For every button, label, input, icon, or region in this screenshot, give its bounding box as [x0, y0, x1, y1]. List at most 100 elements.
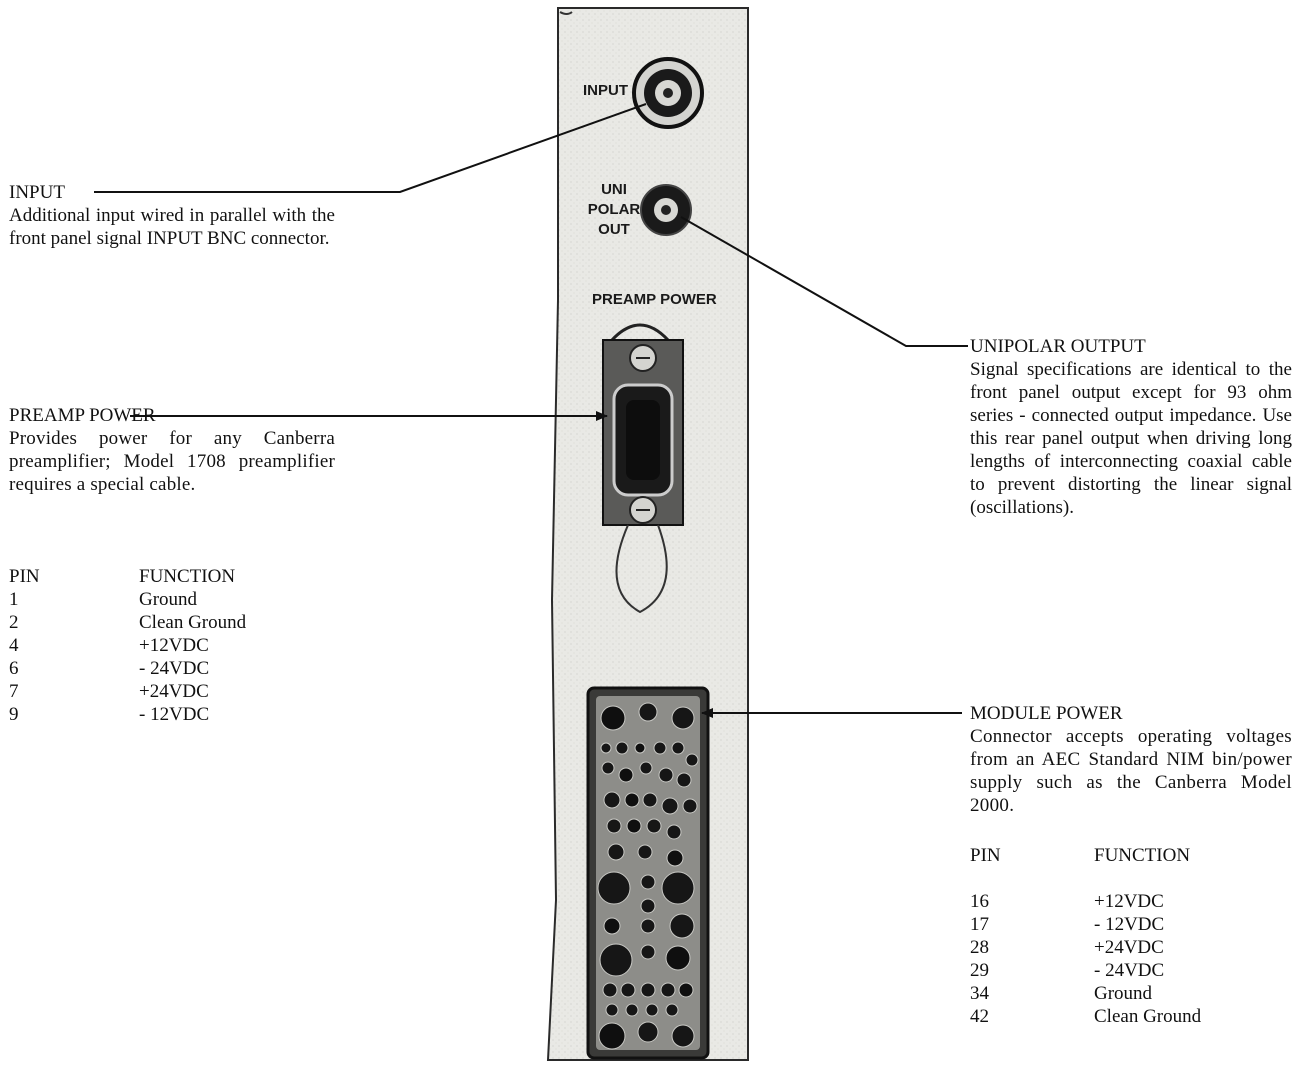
pin-cell: 34	[970, 982, 1094, 1005]
module-pin-hole	[635, 743, 645, 753]
module-pin-table: PIN FUNCTION 16 +12VDC 17 - 12VDC 28 +24…	[970, 844, 1201, 1028]
pin-cell: 1	[9, 588, 139, 611]
module-pin-hole	[641, 899, 655, 913]
module-pin-hole	[643, 793, 657, 807]
module-pin-hole	[672, 1025, 694, 1047]
module-pin-hole	[641, 983, 655, 997]
callout-description: Provides power for any Canberra preampli…	[9, 427, 335, 496]
function-cell: +24VDC	[1094, 936, 1201, 959]
callout-title: PREAMP POWER	[9, 404, 335, 427]
function-cell: Ground	[139, 588, 246, 611]
callout-title: UNIPOLAR OUTPUT	[970, 335, 1292, 358]
module-pin-hole	[598, 872, 630, 904]
module-pin-hole	[679, 983, 693, 997]
panel-label-out: OUT	[598, 221, 630, 238]
pin-cell: 4	[9, 634, 139, 657]
module-pin-hole	[641, 919, 655, 933]
table-row: 42 Clean Ground	[970, 1005, 1201, 1028]
module-pin-hole	[601, 706, 625, 730]
module-pin-hole	[619, 768, 633, 782]
function-cell: - 12VDC	[139, 703, 246, 726]
pin-cell: 6	[9, 657, 139, 680]
callout-description: Additional input wired in parallel with …	[9, 204, 335, 250]
module-pin-hole	[640, 762, 652, 774]
module-pin-hole	[616, 742, 628, 754]
function-cell: - 12VDC	[1094, 913, 1201, 936]
function-cell: - 24VDC	[139, 657, 246, 680]
pin-cell: 16	[970, 890, 1094, 913]
module-pin-hole	[654, 742, 666, 754]
module-pin-hole	[604, 918, 620, 934]
module-pin-hole	[641, 875, 655, 889]
table-row: 17 - 12VDC	[970, 913, 1201, 936]
module-pin-hole	[667, 825, 681, 839]
module-pin-hole	[603, 983, 617, 997]
module-power-connector	[588, 688, 708, 1058]
module-pin-hole	[662, 872, 694, 904]
panel-label-preamp-power: PREAMP POWER	[592, 291, 717, 308]
module-pin-hole	[638, 1022, 658, 1042]
module-pin-hole	[666, 1004, 678, 1016]
module-pin-hole	[641, 945, 655, 959]
table-row: 16 +12VDC	[970, 890, 1201, 913]
module-pin-hole	[639, 703, 657, 721]
module-pin-hole	[638, 845, 652, 859]
pin-cell: 42	[970, 1005, 1094, 1028]
module-pin-hole	[661, 983, 675, 997]
module-pin-hole	[672, 707, 694, 729]
callout-title: MODULE POWER	[970, 702, 1292, 725]
callout-unipolar-output: UNIPOLAR OUTPUT Signal specifications ar…	[970, 335, 1292, 519]
function-cell: +12VDC	[1094, 890, 1201, 913]
module-pin-hole	[659, 768, 673, 782]
module-pin-hole	[683, 799, 697, 813]
module-pin-hole	[670, 914, 694, 938]
table-row: 34 Ground	[970, 982, 1201, 1005]
table-row: 29 - 24VDC	[970, 959, 1201, 982]
module-pin-hole	[646, 1004, 658, 1016]
module-pin-hole	[627, 819, 641, 833]
table-row: 7 +24VDC	[9, 680, 246, 703]
module-pin-hole	[601, 743, 611, 753]
pin-cell: 2	[9, 611, 139, 634]
callout-module-power: MODULE POWER Connector accepts operating…	[970, 702, 1292, 817]
module-pin-hole	[626, 1004, 638, 1016]
function-cell: +12VDC	[139, 634, 246, 657]
table-row: 9 - 12VDC	[9, 703, 246, 726]
column-header-pin: PIN	[970, 844, 1094, 890]
panel-label-polar: POLAR	[588, 201, 641, 218]
table-row: 28 +24VDC	[970, 936, 1201, 959]
function-cell: +24VDC	[139, 680, 246, 703]
module-pin-hole	[662, 798, 678, 814]
pin-cell: 7	[9, 680, 139, 703]
module-pin-hole	[677, 773, 691, 787]
module-pin-hole	[625, 793, 639, 807]
module-pin-hole	[608, 844, 624, 860]
module-pin-hole	[602, 762, 614, 774]
module-pin-hole	[621, 983, 635, 997]
function-cell: Clean Ground	[1094, 1005, 1201, 1028]
module-pin-hole	[672, 742, 684, 754]
module-pin-hole	[599, 1023, 625, 1049]
pin-cell: 17	[970, 913, 1094, 936]
module-pin-hole	[600, 944, 632, 976]
table-row: 6 - 24VDC	[9, 657, 246, 680]
table-header-row: PIN FUNCTION	[9, 565, 246, 588]
preamp-pin-table: PIN FUNCTION 1 Ground 2 Clean Ground 4 +…	[9, 565, 246, 726]
callout-title: INPUT	[9, 181, 335, 204]
module-pin-hole	[666, 946, 690, 970]
pin-cell: 28	[970, 936, 1094, 959]
unipolar-out-bnc-connector	[641, 185, 691, 235]
pin-cell: 9	[9, 703, 139, 726]
function-cell: Ground	[1094, 982, 1201, 1005]
column-header-pin: PIN	[9, 565, 139, 588]
callout-description: Signal specifications are identical to t…	[970, 358, 1292, 519]
function-cell: - 24VDC	[1094, 959, 1201, 982]
panel-label-input: INPUT	[583, 82, 628, 99]
callout-description: Connector accepts operating voltages fro…	[970, 725, 1292, 817]
table-row: 1 Ground	[9, 588, 246, 611]
input-bnc-connector	[634, 59, 702, 127]
module-pin-hole	[607, 819, 621, 833]
panel-label-uni: UNI	[601, 181, 627, 198]
module-pin-hole	[686, 754, 698, 766]
module-pin-hole	[647, 819, 661, 833]
